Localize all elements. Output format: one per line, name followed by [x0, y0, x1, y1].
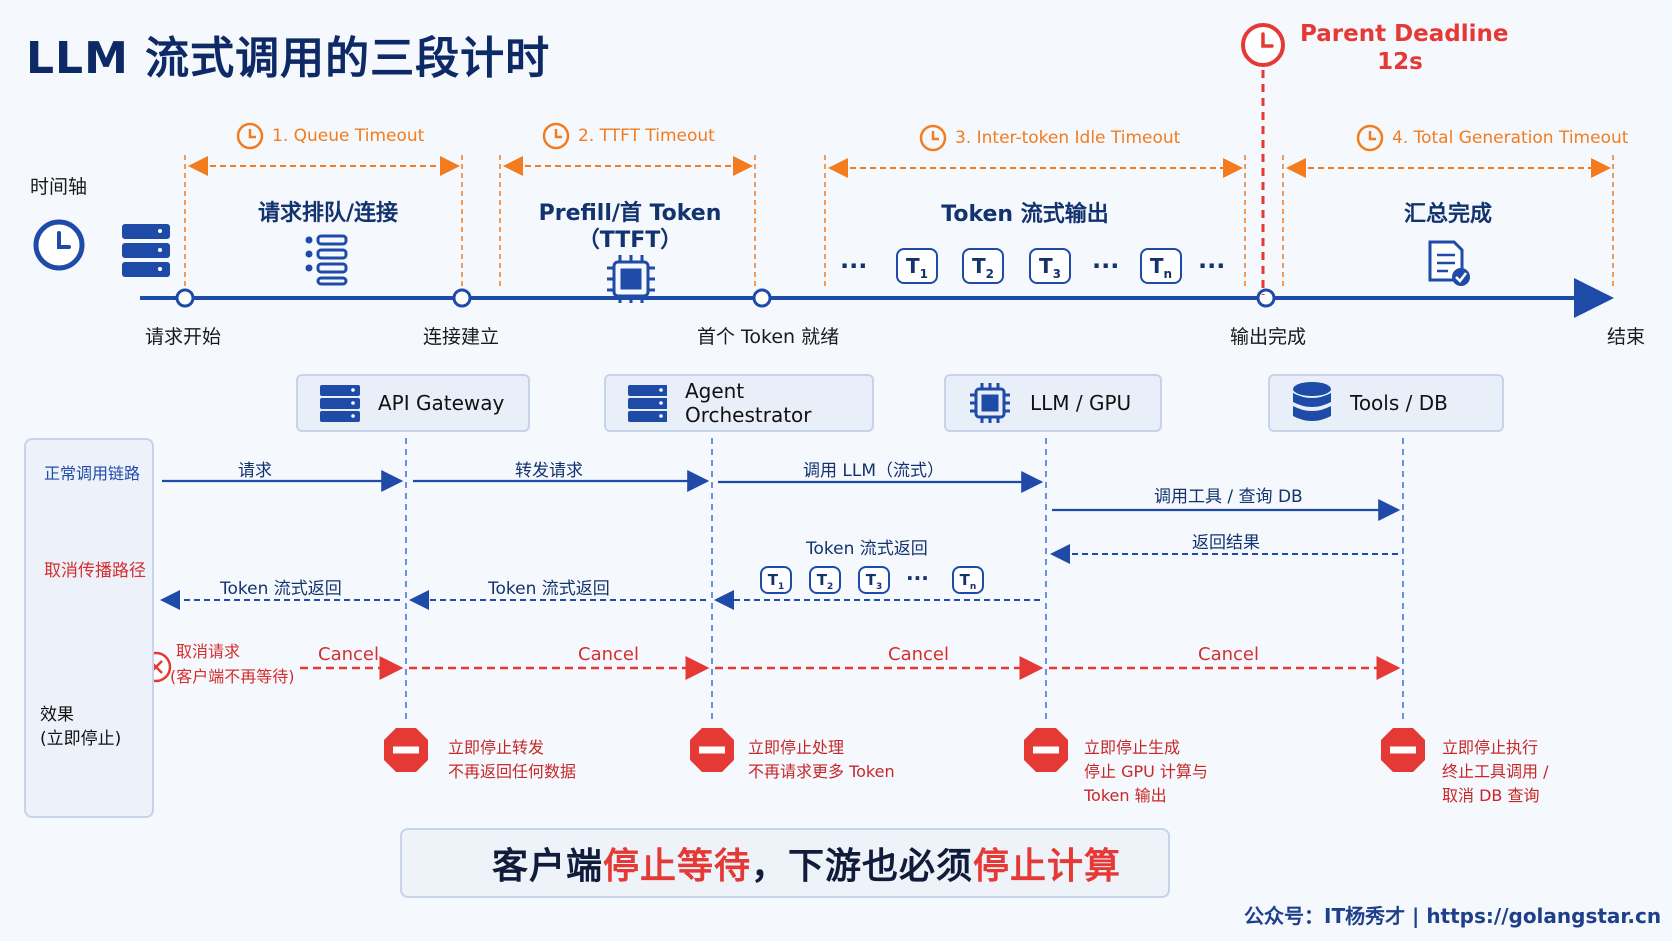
- parent-deadline-label: Parent Deadline 12s: [1300, 21, 1509, 75]
- timeline-point-start: [175, 288, 195, 308]
- flow-token-return-label: Token 流式返回: [806, 539, 928, 559]
- chip-icon: [607, 255, 655, 303]
- point-label-output-done: 输出完成: [1230, 326, 1307, 348]
- timeline-clock-icon: [33, 219, 85, 271]
- phase-text-ttft: Prefill/首 Token: [538, 201, 722, 226]
- phase-label-ttft: 2. TTFT Timeout: [578, 126, 715, 146]
- token-t3: T3: [1029, 248, 1071, 284]
- token-t1: T1: [896, 248, 938, 284]
- flow-forward-label: 转发请求: [515, 461, 583, 481]
- deadline-clock-icon: [1241, 23, 1285, 67]
- cancel-label: Cancel: [578, 644, 639, 665]
- effect-tools: 立即停止执行终止工具调用 /取消 DB 查询: [1442, 738, 1549, 805]
- return-token-t2: T2: [809, 566, 841, 594]
- footer-credit: 公众号：IT杨秀才 | https://golangstar.cn: [1244, 904, 1662, 928]
- token-tn: Tn: [1140, 248, 1182, 284]
- token-t2: T2: [962, 248, 1004, 284]
- server-icon: [122, 224, 170, 277]
- service-tools-db: Tools / DB: [1268, 374, 1504, 432]
- phase-text-queue: 请求排队/连接: [257, 201, 399, 226]
- flow-call-llm-label: 调用 LLM（流式）: [803, 461, 945, 481]
- flow-token-return-label: Token 流式返回: [220, 579, 342, 599]
- token-dots: ···: [1198, 252, 1226, 280]
- point-label-end: 结束: [1607, 326, 1646, 348]
- flow-token-return-label: Token 流式返回: [488, 579, 610, 599]
- service-agent-orchestrator: Agent Orchestrator: [604, 374, 874, 432]
- return-token-t3: T3: [858, 566, 890, 594]
- timeline-point-output-done: [1256, 288, 1276, 308]
- timeline-point-connect: [452, 288, 472, 308]
- queue-list-icon: [305, 234, 348, 286]
- effect-orchestrator: 立即停止处理不再请求更多 Token: [748, 738, 895, 781]
- banner-text: 客户端停止等待，下游也必须停止计算: [492, 846, 1122, 887]
- legend-cancel-label: 取消传播路径: [44, 561, 146, 581]
- service-api-gateway: API Gateway: [296, 374, 530, 432]
- token-dots: ···: [840, 252, 868, 280]
- server-icon: [320, 385, 360, 422]
- flow-return-result-label: 返回结果: [1192, 533, 1260, 553]
- cancel-request-sub: (客户端不再等待): [170, 667, 295, 686]
- axis-label: 时间轴: [30, 176, 88, 198]
- flow-call-tools-label: 调用工具 / 查询 DB: [1154, 487, 1303, 507]
- document-check-icon: [1428, 240, 1470, 286]
- token-dots: ···: [1092, 252, 1120, 280]
- cancel-label: Cancel: [888, 644, 949, 665]
- timeline-point-first-token: [752, 288, 772, 308]
- return-token-dots: ···: [906, 566, 929, 590]
- phase-label-total: 4. Total Generation Timeout: [1392, 128, 1629, 148]
- phase-text-idle: Token 流式输出: [941, 202, 1109, 227]
- cancel-label: Cancel: [318, 644, 379, 665]
- page-title: LLM 流式调用的三段计时: [26, 33, 551, 84]
- service-llm-gpu: LLM / GPU: [944, 374, 1162, 432]
- phase-label-queue: 1. Queue Timeout: [272, 126, 425, 146]
- cancel-request-label: 取消请求: [176, 642, 241, 661]
- point-label-start: 请求开始: [145, 326, 222, 348]
- flow-request-label: 请求: [238, 461, 272, 481]
- legend-panel: [24, 438, 154, 818]
- chip-icon: [970, 383, 1010, 423]
- summary-banner: 客户端停止等待，下游也必须停止计算: [400, 828, 1170, 898]
- legend-normal-label: 正常调用链路: [44, 464, 141, 483]
- legend-effect-sub: (立即停止): [40, 729, 122, 749]
- effect-gateway: 立即停止转发不再返回任何数据: [448, 738, 577, 781]
- return-token-t1: T1: [760, 566, 792, 594]
- cancel-label: Cancel: [1198, 644, 1259, 665]
- database-icon: [1293, 382, 1331, 421]
- phase-label-idle: 3. Inter-token Idle Timeout: [955, 128, 1181, 148]
- legend-effect-label: 效果: [40, 705, 74, 725]
- stop-sign-icons: [384, 728, 1425, 772]
- point-label-connect: 连接建立: [423, 326, 500, 348]
- phase-text-total: 汇总完成: [1403, 202, 1492, 227]
- point-label-first-token: 首个 Token 就绪: [697, 326, 840, 348]
- server-icon: [628, 385, 667, 422]
- return-token-tn: Tn: [952, 566, 984, 594]
- phase-text-ttft-sub: （TTFT）: [577, 228, 683, 253]
